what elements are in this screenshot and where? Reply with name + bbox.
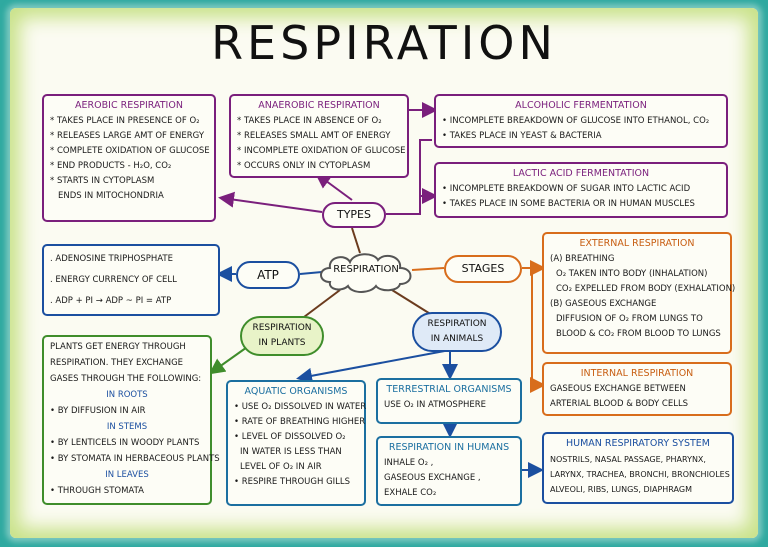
- page-title: RESPIRATION: [211, 16, 557, 70]
- system-line: LARYNX, TRACHEA, BRONCHI, BRONCHIOLES: [550, 470, 730, 479]
- anaerobic-line: * OCCURS ONLY IN CYTOPLASM: [237, 161, 371, 171]
- center-cloud: [320, 253, 412, 293]
- aerobic-line: * STARTS IN CYTOPLASM: [50, 176, 155, 186]
- plants-label-line: IN PLANTS: [258, 338, 306, 348]
- respiration-in-humans-box: RESPIRATION IN HUMANS INHALE O₂ , GASEOU…: [376, 436, 522, 506]
- plants-line: GASES THROUGH THE FOLLOWING:: [50, 374, 202, 384]
- respiration-in-plants-node: RESPIRATION IN PLANTS: [240, 316, 324, 356]
- human-respiratory-system-box: HUMAN RESPIRATORY SYSTEM NOSTRILS, NASAL…: [542, 432, 734, 504]
- alcoholic-heading: ALCOHOLIC FERMENTATION: [515, 100, 647, 111]
- atp-line: . ADP + Pi → ADP ~ Pi = ATP: [50, 296, 172, 306]
- internal-heading: INTERNAL RESPIRATION: [580, 368, 694, 379]
- external-heading: EXTERNAL RESPIRATION: [579, 238, 695, 249]
- external-line: CO₂ EXPELLED FROM BODY (EXHALATION): [556, 284, 736, 294]
- anaerobic-line: * TAKES PLACE IN ABSENCE OF O₂: [237, 116, 382, 126]
- terrestrial-organisms-box: TERRESTRIAL ORGANISMS USE O₂ IN ATMOSPHE…: [376, 378, 522, 424]
- lactic-line: • TAKES PLACE IN SOME BACTERIA OR IN HUM…: [442, 199, 695, 209]
- aquatic-line: LEVEL OF O₂ IN AIR: [240, 462, 322, 472]
- alcoholic-line: • TAKES PLACE IN YEAST & BACTERIA: [442, 131, 602, 141]
- alcoholic-fermentation-box: ALCOHOLIC FERMENTATION • INCOMPLETE BREA…: [434, 94, 728, 148]
- aquatic-heading: AQUATIC ORGANISMS: [244, 386, 348, 397]
- system-heading: HUMAN RESPIRATORY SYSTEM: [565, 438, 711, 449]
- internal-line: GASEOUS EXCHANGE BETWEEN: [550, 384, 686, 394]
- anaerobic-heading: ANAEROBIC RESPIRATION: [258, 100, 380, 111]
- aerobic-line: * END PRODUCTS - H₂O, CO₂: [50, 161, 172, 171]
- aerobic-heading: AEROBIC RESPIRATION: [75, 100, 183, 111]
- system-line: NOSTRILS, NASAL PASSAGE, PHARYNX,: [550, 455, 706, 464]
- external-line: O₂ TAKEN INTO BODY (INHALATION): [556, 269, 708, 279]
- atp-line: . ENERGY CURRENCY OF CELL: [50, 275, 177, 285]
- types-node: TYPES: [322, 202, 386, 228]
- plants-line: PLANTS GET ENERGY THROUGH: [50, 342, 186, 352]
- plants-subheading: IN ROOTS: [106, 390, 148, 400]
- lactic-acid-fermentation-box: LACTIC ACID FERMENTATION • INCOMPLETE BR…: [434, 162, 728, 218]
- system-line: ALVEOLI, RIBS, LUNGS, DIAPHRAGM: [550, 485, 692, 494]
- humans-heading: RESPIRATION IN HUMANS: [388, 442, 510, 453]
- plants-line: • BY LENTICELS IN WOODY PLANTS: [50, 438, 200, 448]
- center-label: RESPIRATION: [333, 264, 399, 275]
- aerobic-line: ENDS IN MITOCHONDRIA: [58, 191, 164, 201]
- aquatic-line: • RATE OF BREATHING HIGHER: [234, 417, 366, 427]
- atp-box: . ADENOSINE TRIPHOSPHATE . ENERGY CURREN…: [42, 244, 220, 316]
- animals-label-line: IN ANIMALS: [430, 334, 484, 344]
- external-line: BLOOD & CO₂ FROM BLOOD TO LUNGS: [556, 329, 721, 339]
- aquatic-line: • USE O₂ DISSOLVED IN WATER: [234, 402, 367, 412]
- aerobic-respiration-box: AEROBIC RESPIRATION * TAKES PLACE IN PRE…: [42, 94, 216, 222]
- lactic-heading: LACTIC ACID FERMENTATION: [512, 168, 650, 179]
- humans-line: GASEOUS EXCHANGE ,: [384, 473, 481, 483]
- aquatic-line: • LEVEL OF DISSOLVED O₂: [234, 432, 346, 442]
- terrestrial-heading: TERRESTRIAL ORGANISMS: [386, 384, 512, 395]
- anaerobic-line: * INCOMPLETE OXIDATION OF GLUCOSE: [237, 146, 406, 156]
- aquatic-organisms-box: AQUATIC ORGANISMS • USE O₂ DISSOLVED IN …: [226, 380, 366, 506]
- animals-label-line: RESPIRATION: [427, 319, 487, 329]
- aerobic-line: * RELEASES LARGE AMT OF ENERGY: [50, 131, 205, 141]
- stages-node: STAGES: [444, 255, 522, 283]
- anaerobic-respiration-box: ANAEROBIC RESPIRATION * TAKES PLACE IN A…: [229, 94, 409, 178]
- plants-line: • BY STOMATA IN HERBACEOUS PLANTS: [50, 454, 220, 464]
- plants-line: • THROUGH STOMATA: [50, 486, 144, 496]
- plants-box: PLANTS GET ENERGY THROUGH RESPIRATION. T…: [42, 335, 220, 505]
- internal-respiration-box: INTERNAL RESPIRATION GASEOUS EXCHANGE BE…: [542, 362, 732, 416]
- humans-line: INHALE O₂ ,: [384, 458, 434, 468]
- external-line: (b) GASEOUS EXCHANGE: [550, 299, 657, 309]
- atp-label: ATP: [257, 268, 279, 282]
- aquatic-line: IN WATER IS LESS THAN: [240, 447, 342, 457]
- plants-subheading: IN LEAVES: [105, 470, 149, 480]
- respiration-in-animals-node: RESPIRATION IN ANIMALS: [412, 312, 502, 352]
- aquatic-line: • RESPIRE THROUGH GILLS: [234, 477, 351, 487]
- stages-label: STAGES: [461, 262, 505, 275]
- external-line: (a) BREATHING: [550, 254, 615, 264]
- aerobic-line: * TAKES PLACE IN PRESENCE OF O₂: [50, 116, 200, 126]
- plants-line: RESPIRATION. THEY EXCHANGE: [50, 358, 184, 368]
- anaerobic-line: * RELEASES SMALL AMT OF ENERGY: [237, 131, 391, 141]
- aerobic-line: * COMPLETE OXIDATION OF GLUCOSE: [50, 146, 210, 156]
- humans-line: EXHALE CO₂: [384, 488, 437, 498]
- plants-line: • BY DIFFUSION IN AIR: [50, 406, 146, 416]
- alcoholic-line: • INCOMPLETE BREAKDOWN OF GLUCOSE INTO E…: [442, 116, 710, 126]
- atp-node: ATP: [236, 261, 300, 289]
- terrestrial-line: USE O₂ IN ATMOSPHERE: [384, 400, 486, 410]
- internal-line: ARTERIAL BLOOD & BODY CELLS: [550, 399, 689, 409]
- atp-line: . ADENOSINE TRIPHOSPHATE: [50, 254, 173, 264]
- plants-subheading: IN STEMS: [106, 422, 148, 432]
- external-respiration-box: EXTERNAL RESPIRATION (a) BREATHING O₂ TA…: [542, 232, 736, 354]
- lactic-line: • INCOMPLETE BREAKDOWN OF SUGAR INTO LAC…: [442, 184, 691, 194]
- plants-label-line: RESPIRATION: [252, 323, 312, 333]
- external-line: DIFFUSION OF O₂ FROM LUNGS TO: [556, 314, 703, 324]
- types-label: TYPES: [336, 208, 371, 221]
